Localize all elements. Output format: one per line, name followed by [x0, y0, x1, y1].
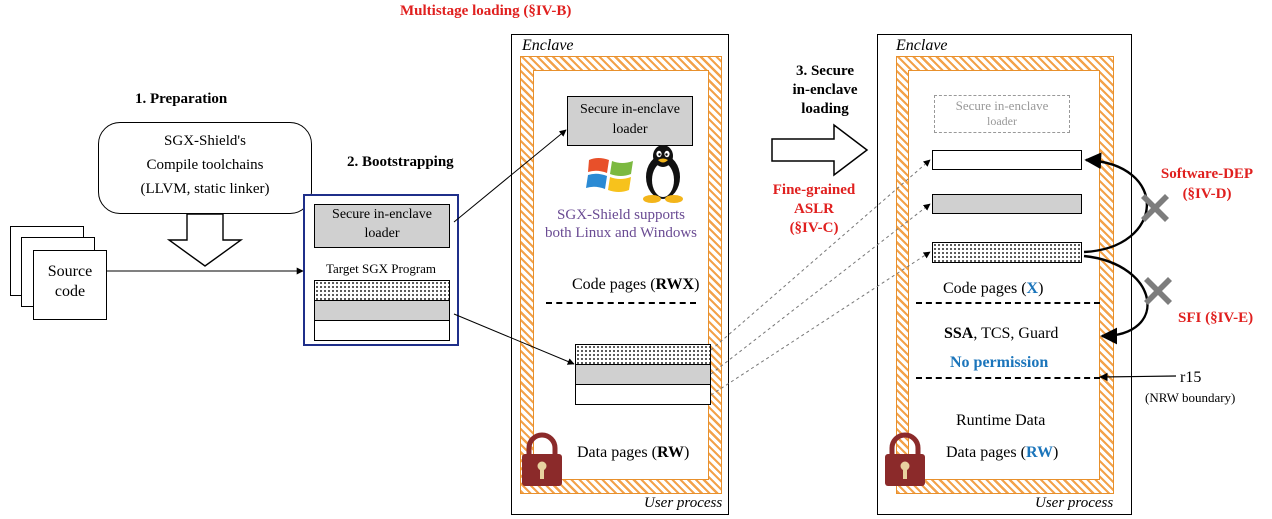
- linux-penguin-icon: [643, 145, 683, 203]
- left-user-process-label: User process: [644, 495, 723, 511]
- right-enclave-inner: [908, 70, 1100, 480]
- ssa-tcs-guard-label: SSA, TCS, Guard: [944, 325, 1059, 342]
- right-user-process-label: User process: [1035, 495, 1114, 511]
- aslr-dashed-lines: [710, 159, 931, 396]
- boot-loader-line-1: Secure in-enclave: [332, 207, 432, 222]
- bootstrapping-step-label: 2. Bootstrapping: [347, 154, 454, 170]
- software-dep-arrow: [1083, 152, 1149, 254]
- toolchain-line-1: SGX-Shield's: [164, 133, 246, 149]
- left-code-pages-label: Code pages (RWX): [572, 276, 700, 293]
- left-enclave-label: Enclave: [522, 37, 574, 54]
- left-code-data-divider: [546, 302, 696, 304]
- preparation-step-label: 1. Preparation: [135, 91, 228, 107]
- cross-icon: [1144, 277, 1172, 305]
- runtime-data-label: Runtime Data: [956, 412, 1046, 429]
- toolchain-line-2: Compile toolchains: [146, 157, 264, 173]
- cross-icon: [1141, 194, 1169, 222]
- right-loader-line-1: Secure in-enclave: [955, 98, 1049, 113]
- boot-loader-to-enclave-arrow: [453, 129, 567, 223]
- aslr-line-1: Fine-grained: [772, 182, 856, 198]
- right-data-pages-label: Data pages (RW): [946, 444, 1059, 461]
- aslr-line-2: ASLR: [793, 201, 834, 217]
- boot-loader-line-2: loader: [364, 226, 400, 241]
- boot-loader-box: [314, 204, 450, 248]
- multistage-loading-title: Multistage loading (§IV-B): [400, 3, 572, 19]
- right-code-dotted: [932, 242, 1082, 263]
- target-program-label: Target SGX Program: [325, 261, 437, 276]
- bootstrapping-panel: Secure in-enclave loader Target SGX Prog…: [303, 194, 459, 346]
- no-permission-label: No permission: [950, 354, 1049, 371]
- target-code-white: [314, 320, 450, 341]
- nrw-boundary-divider: [916, 377, 1100, 379]
- os-support-line-1: SGX-Shield supports: [557, 207, 685, 223]
- windows-logo-icon: [586, 158, 633, 192]
- right-loader-ghost-box: [934, 95, 1070, 133]
- step3-line-1: 3. Secure: [795, 63, 855, 79]
- right-code-pages-label: Code pages (X): [943, 280, 1044, 297]
- software-dep-line-2: (§IV-D): [1182, 186, 1232, 202]
- os-support-line-2: both Linux and Windows: [544, 225, 698, 241]
- sfi-arrow: [1083, 254, 1149, 345]
- left-loader-line-1: Secure in-enclave: [580, 102, 680, 117]
- compile-toolchain-bubble: [98, 122, 312, 214]
- right-code-divider: [916, 302, 1100, 304]
- step3-line-3: loading: [801, 101, 849, 117]
- toolchain-line-3: (LLVM, static linker): [140, 181, 270, 197]
- right-loader-line-2: loader: [987, 114, 1017, 128]
- aslr-line-3: (§IV-C): [789, 220, 839, 236]
- step3-line-2: in-enclave: [792, 82, 858, 98]
- r15-arrow: [1099, 372, 1177, 382]
- right-code-grey: [932, 194, 1082, 214]
- left-data-pages-label: Data pages (RW): [577, 444, 690, 461]
- preparation-down-arrow: [166, 213, 244, 267]
- lock-icon: [885, 432, 925, 486]
- left-loader-line-2: loader: [612, 122, 648, 137]
- right-enclave-label: Enclave: [896, 37, 948, 54]
- left-loader-box: [567, 96, 693, 146]
- source-code-label-2: code: [54, 283, 86, 300]
- source-code-label-1: Source: [47, 263, 93, 280]
- r15-label: r15: [1180, 369, 1202, 386]
- left-data-dotted: [575, 344, 711, 365]
- right-code-white: [932, 150, 1082, 170]
- target-code-dotted: [314, 280, 450, 301]
- lock-icon: [522, 432, 562, 486]
- nrw-boundary-label: (NRW boundary): [1145, 390, 1236, 405]
- left-data-white: [575, 384, 711, 405]
- block-arrow-icon: [771, 123, 869, 177]
- sfi-label: SFI (§IV-E): [1178, 310, 1254, 326]
- target-to-enclave-arrow: [453, 313, 575, 365]
- software-dep-line-1: Software-DEP: [1160, 166, 1254, 182]
